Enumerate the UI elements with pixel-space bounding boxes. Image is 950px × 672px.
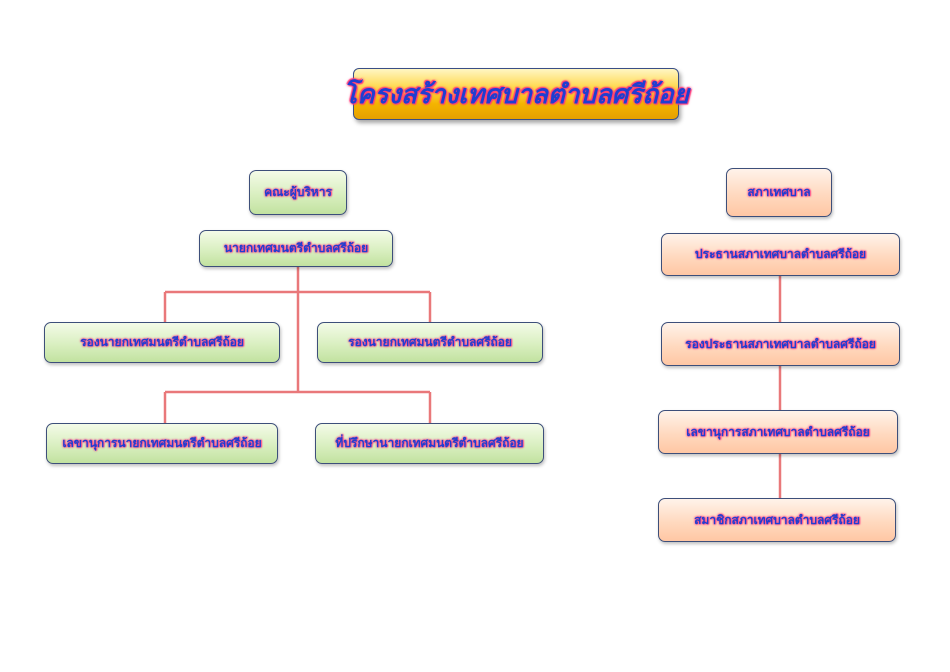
mayor-secretary-node: เลขานุการนายกเทศมนตรีตำบลศรีถ้อย bbox=[46, 423, 278, 464]
council-members-label: สมาชิกสภาเทศบาลตำบลศรีถ้อย bbox=[694, 512, 860, 527]
council-header-label: สภาเทศบาล bbox=[747, 185, 811, 199]
mayor-advisor-label: ที่ปรึกษานายกเทศมนตรีตำบลศรีถ้อย bbox=[335, 436, 524, 450]
council-header-node: สภาเทศบาล bbox=[726, 168, 832, 217]
council-vice-president-node: รองประธานสภาเทศบาลตำบลศรีถ้อย bbox=[661, 322, 900, 366]
executive-header-label: คณะผู้บริหาร bbox=[264, 185, 332, 199]
council-president-label: ประธานสภาเทศบาลตำบลศรีถ้อย bbox=[694, 247, 867, 261]
council-secretary-label: เลขานุการสภาเทศบาลตำบลศรีถ้อย bbox=[686, 424, 870, 439]
deputy-mayor-2-node: รองนายกเทศมนตรีตำบลศรีถ้อย bbox=[317, 322, 543, 363]
mayor-secretary-label: เลขานุการนายกเทศมนตรีตำบลศรีถ้อย bbox=[62, 436, 262, 450]
mayor-node: นายกเทศมนตรีตำบลศรีถ้อย bbox=[199, 230, 393, 267]
deputy-mayor-1-label: รองนายกเทศมนตรีตำบลศรีถ้อย bbox=[80, 335, 244, 349]
executive-header-node: คณะผู้บริหาร bbox=[249, 170, 347, 215]
deputy-mayor-1-node: รองนายกเทศมนตรีตำบลศรีถ้อย bbox=[44, 322, 280, 363]
council-vice-president-label: รองประธานสภาเทศบาลตำบลศรีถ้อย bbox=[685, 336, 876, 351]
council-secretary-node: เลขานุการสภาเทศบาลตำบลศรีถ้อย bbox=[658, 410, 898, 454]
council-president-node: ประธานสภาเทศบาลตำบลศรีถ้อย bbox=[661, 233, 900, 276]
diagram-title: โครงสร้างเทศบาลตำบลศรีถ้อย bbox=[343, 79, 689, 110]
council-members-node: สมาชิกสภาเทศบาลตำบลศรีถ้อย bbox=[658, 498, 896, 542]
title-banner: โครงสร้างเทศบาลตำบลศรีถ้อย bbox=[343, 68, 689, 120]
mayor-advisor-node: ที่ปรึกษานายกเทศมนตรีตำบลศรีถ้อย bbox=[315, 423, 544, 464]
deputy-mayor-2-label: รองนายกเทศมนตรีตำบลศรีถ้อย bbox=[348, 335, 512, 349]
mayor-label: นายกเทศมนตรีตำบลศรีถ้อย bbox=[223, 241, 369, 255]
